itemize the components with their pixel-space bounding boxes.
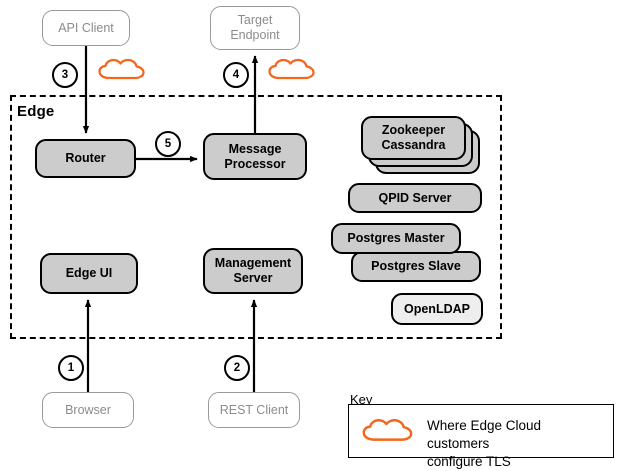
node-zookeeper-cassandra-label: Zookeeper Cassandra bbox=[381, 123, 446, 152]
node-browser[interactable]: Browser bbox=[42, 392, 134, 428]
marker-5-number: 5 bbox=[164, 138, 172, 150]
node-postgres-slave-label: Postgres Slave bbox=[371, 259, 461, 274]
marker-4-number: 4 bbox=[232, 69, 240, 81]
marker-5: 5 bbox=[155, 131, 181, 157]
marker-1-number: 1 bbox=[67, 362, 75, 374]
cloud-icon-api-client bbox=[96, 58, 148, 82]
node-target-endpoint[interactable]: Target Endpoint bbox=[210, 6, 300, 50]
node-api-client-label: API Client bbox=[58, 20, 114, 35]
marker-3: 3 bbox=[52, 62, 78, 88]
marker-1: 1 bbox=[58, 355, 84, 381]
node-edge-ui[interactable]: Edge UI bbox=[40, 253, 138, 294]
node-openldap-label: OpenLDAP bbox=[404, 301, 470, 316]
node-zookeeper-cassandra[interactable]: Zookeeper Cassandra bbox=[361, 116, 466, 160]
node-rest-client-label: REST Client bbox=[219, 402, 289, 417]
node-postgres-slave[interactable]: Postgres Slave bbox=[351, 251, 481, 282]
node-message-processor[interactable]: Message Processor bbox=[203, 133, 307, 180]
marker-4: 4 bbox=[223, 62, 249, 88]
marker-2-number: 2 bbox=[233, 362, 241, 374]
marker-3-number: 3 bbox=[61, 69, 69, 81]
node-router[interactable]: Router bbox=[35, 139, 136, 178]
node-edge-ui-label: Edge UI bbox=[65, 266, 113, 281]
cloud-icon-key-legend bbox=[360, 418, 416, 444]
node-router-label: Router bbox=[65, 151, 106, 166]
node-management-server-label: Management Server bbox=[214, 256, 292, 285]
node-api-client[interactable]: API Client bbox=[42, 10, 130, 46]
node-browser-label: Browser bbox=[65, 402, 111, 417]
node-message-processor-label: Message Processor bbox=[224, 141, 286, 171]
key-entry-text-line1: Where Edge Cloud customers bbox=[427, 418, 542, 451]
edge-zone-label: Edge bbox=[17, 103, 55, 120]
node-qpid-server[interactable]: QPID Server bbox=[348, 183, 482, 213]
node-target-endpoint-label: Target Endpoint bbox=[230, 13, 280, 42]
key-entry-text-line2: configure TLS bbox=[427, 453, 511, 469]
node-qpid-server-label: QPID Server bbox=[378, 190, 452, 205]
node-openldap[interactable]: OpenLDAP bbox=[391, 293, 483, 325]
node-management-server[interactable]: Management Server bbox=[203, 248, 303, 294]
node-rest-client[interactable]: REST Client bbox=[208, 392, 300, 428]
marker-2: 2 bbox=[224, 355, 250, 381]
key-entry-text: Where Edge Cloud customers configure TLS bbox=[427, 417, 607, 471]
node-postgres-master-label: Postgres Master bbox=[347, 231, 445, 246]
key-label: Key bbox=[350, 392, 373, 407]
cloud-icon-target-endpoint bbox=[266, 58, 318, 82]
node-postgres-master[interactable]: Postgres Master bbox=[331, 223, 461, 254]
